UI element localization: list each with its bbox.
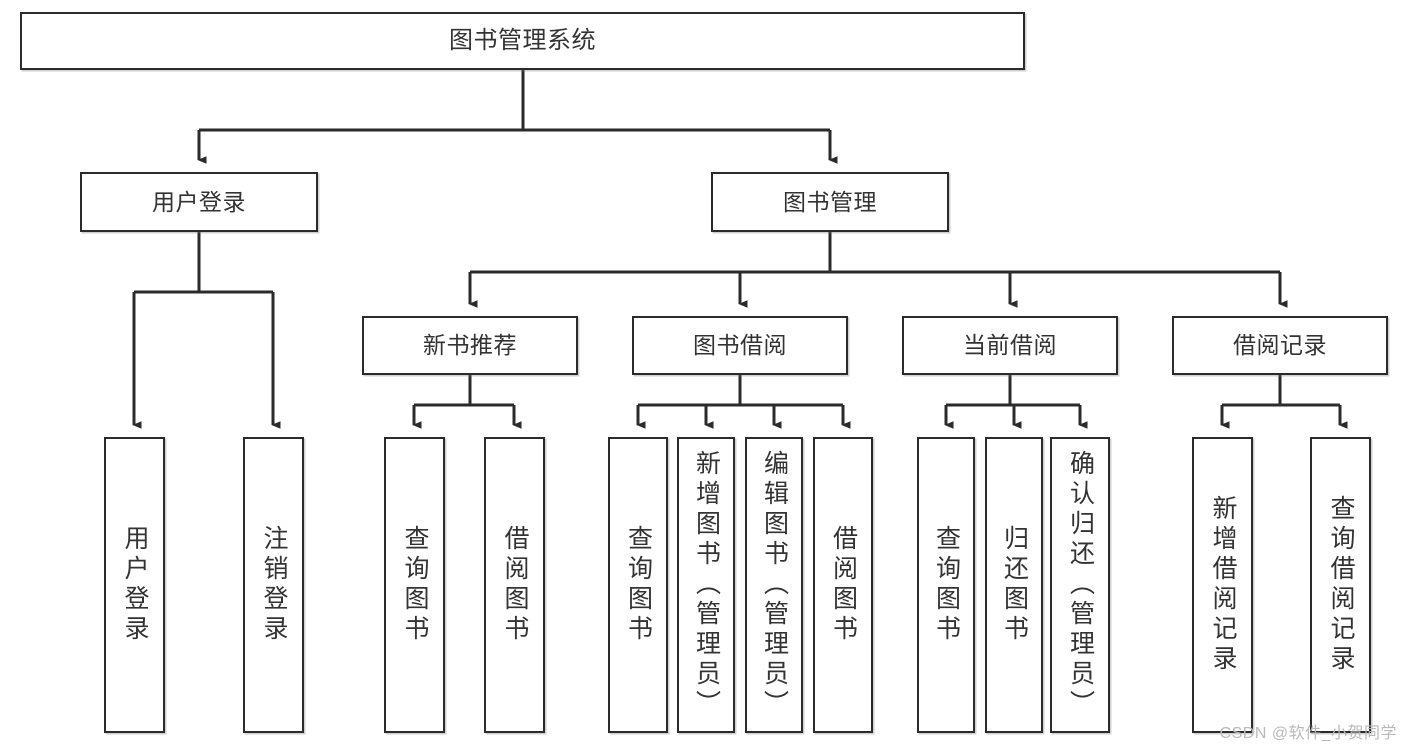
node-leaf-query-book-cur-label: 查询图书 [932,525,961,645]
watermark: CSDN @软件_小贺同学 [1219,725,1397,742]
node-book-borrow-label: 图书借阅 [693,332,787,359]
node-borrow-record-label: 借阅记录 [1233,332,1327,359]
node-leaf-query-book-borrow-label: 查询图书 [624,525,653,645]
node-leaf-user-login[interactable]: 用户登录 [104,437,165,733]
node-leaf-return-book-label: 归还图书 [1000,525,1029,645]
node-leaf-user-login-label: 用户登录 [121,525,149,645]
node-borrow-record[interactable]: 借阅记录 [1172,316,1388,375]
node-leaf-borrow-book-label: 借阅图书 [829,525,858,645]
node-leaf-borrow-book[interactable]: 借阅图书 [813,437,873,733]
node-leaf-query-book-rec[interactable]: 查询图书 [384,437,445,733]
node-leaf-add-book-label: 新增图书（管理员） [692,450,721,720]
node-leaf-add-record-label: 新增借阅记录 [1209,495,1237,675]
node-new-book-recommend-label: 新书推荐 [423,332,517,359]
node-leaf-confirm-return[interactable]: 确认归还（管理员） [1050,437,1110,733]
node-leaf-borrow-book-rec[interactable]: 借阅图书 [484,437,545,733]
node-book-borrow[interactable]: 图书借阅 [632,316,848,375]
node-book-manage[interactable]: 图书管理 [711,172,949,232]
node-user-login-label: 用户登录 [152,188,246,215]
node-leaf-add-book[interactable]: 新增图书（管理员） [677,437,735,733]
node-leaf-query-book-cur[interactable]: 查询图书 [917,437,975,733]
node-current-borrow[interactable]: 当前借阅 [902,316,1118,375]
node-root[interactable]: 图书管理系统 [20,12,1025,70]
node-leaf-borrow-book-rec-label: 借阅图书 [501,525,529,645]
node-leaf-add-record[interactable]: 新增借阅记录 [1192,437,1253,733]
node-leaf-user-logout-label: 注销登录 [260,525,288,645]
node-leaf-edit-book-label: 编辑图书（管理员） [760,450,789,720]
node-leaf-return-book[interactable]: 归还图书 [985,437,1043,733]
node-user-login[interactable]: 用户登录 [80,172,318,232]
node-book-manage-label: 图书管理 [783,188,877,215]
node-current-borrow-label: 当前借阅 [963,332,1057,359]
node-leaf-query-record-label: 查询借阅记录 [1327,495,1355,675]
node-new-book-recommend[interactable]: 新书推荐 [362,316,578,375]
node-leaf-edit-book[interactable]: 编辑图书（管理员） [745,437,803,733]
node-leaf-confirm-return-label: 确认归还（管理员） [1066,450,1095,720]
node-leaf-query-book-rec-label: 查询图书 [401,525,429,645]
node-leaf-query-book-borrow[interactable]: 查询图书 [608,437,668,733]
node-leaf-query-record[interactable]: 查询借阅记录 [1310,437,1371,733]
node-leaf-user-logout[interactable]: 注销登录 [243,437,304,733]
node-root-label: 图书管理系统 [449,27,596,55]
